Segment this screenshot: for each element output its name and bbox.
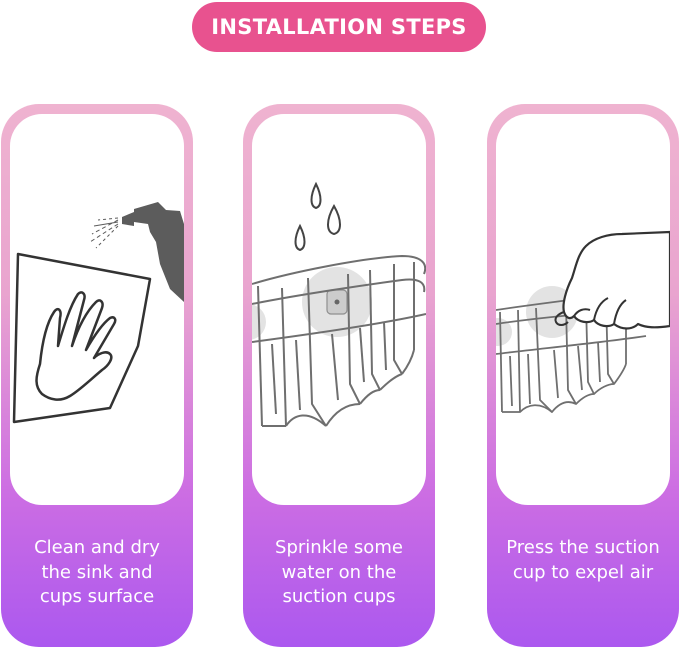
caption-line: the sink and <box>41 561 153 583</box>
step-illustration-1 <box>10 114 184 505</box>
caption-line: Clean and dry <box>34 537 160 558</box>
hand-press-basket-icon <box>496 230 670 413</box>
step-illustration-2 <box>252 114 426 505</box>
page-title: INSTALLATION STEPS <box>211 15 467 39</box>
caption-line: Press the suction <box>506 537 660 558</box>
step-illustration-3 <box>496 114 670 505</box>
caption-line: cup to expel air <box>512 561 654 583</box>
caption-line: suction cups <box>282 586 396 607</box>
title-banner: INSTALLATION STEPS <box>192 2 486 52</box>
spray-bottle-cloth-icon <box>12 202 184 424</box>
step-card-2: Sprinkle some water on the suction cups <box>243 104 435 647</box>
caption-line: water on the <box>281 561 397 583</box>
step-card-1: Clean and dry the sink and cups surface <box>1 104 193 647</box>
step-caption-3: Press the suction cup to expel air <box>487 536 679 585</box>
water-drops-basket-icon <box>252 181 426 427</box>
caption-line: Sprinkle some <box>275 537 403 558</box>
caption-line: cups surface <box>39 586 155 607</box>
step-caption-2: Sprinkle some water on the suction cups <box>243 536 435 610</box>
step-card-3: Press the suction cup to expel air <box>487 104 679 647</box>
step-caption-1: Clean and dry the sink and cups surface <box>1 536 193 610</box>
